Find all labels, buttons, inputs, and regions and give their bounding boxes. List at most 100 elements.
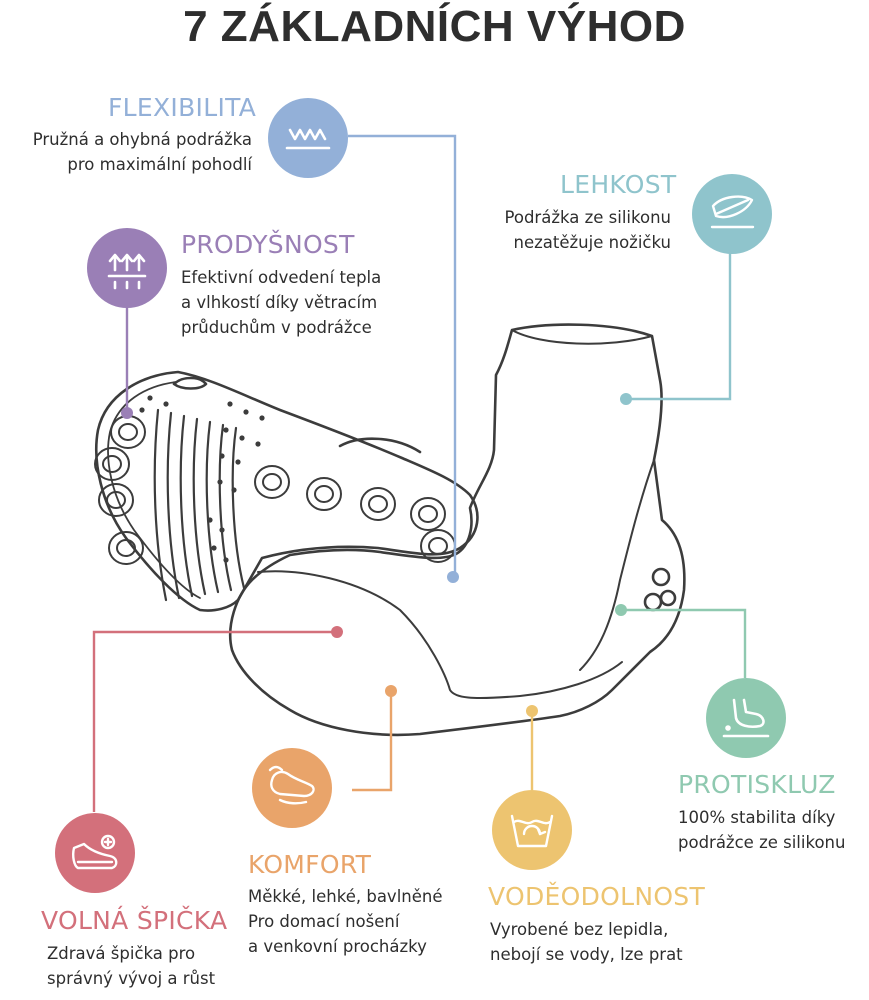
sole-dot	[239, 435, 245, 441]
desc-flexibilita-line-1: Pružná a ohybná podrážka	[32, 130, 252, 149]
sole-vent-inner	[428, 537, 448, 555]
desc-flexibilita-line-2: pro maximální pohodlí	[67, 155, 252, 174]
desc-komfort-line-3: a venkovní procházky	[248, 937, 427, 956]
sole-vent-outer	[108, 531, 144, 565]
dot-volna-spicka	[331, 626, 343, 638]
sock-outline	[228, 323, 686, 737]
foot-icon	[722, 698, 770, 738]
badge-komfort	[252, 748, 332, 828]
sole-vent-inner	[118, 423, 138, 441]
shoe-icon	[268, 765, 315, 805]
sole-tab	[172, 376, 208, 390]
badge-flexibilita	[268, 98, 348, 178]
airflow-arrows-icon	[107, 253, 147, 290]
desc-protiskluz: 100% stabilita díky podrážce ze silikonu	[678, 805, 845, 855]
sole-vent-inner	[116, 539, 136, 557]
connector-lehkost	[627, 253, 732, 401]
sole-vent-outer	[110, 415, 146, 449]
sole-groove	[205, 420, 220, 594]
sole-dot	[211, 545, 217, 551]
sole-outline	[95, 370, 479, 612]
sole-dot	[243, 409, 249, 415]
desc-volna-spicka-line-1: Zdravá špička pro	[47, 944, 196, 963]
desc-vodeodolnost-line-1: Vyrobené bez lepidla,	[490, 920, 669, 939]
sole-dot	[139, 407, 145, 413]
connector-flexibilita	[348, 134, 457, 575]
heading-prodysnost: PRODYŠNOST	[181, 230, 355, 259]
desc-komfort-line-1: Měkké, lehké, bavlněné	[248, 887, 443, 906]
desc-protiskluz-line-1: 100% stabilita díky	[678, 808, 836, 827]
sole-vent-inner	[106, 491, 126, 509]
connector-protiskluz	[621, 608, 747, 678]
dot-flexibilita	[447, 571, 459, 583]
sole-vents	[94, 415, 456, 565]
desc-lehkost-line-2: nezatěžuje nožičku	[513, 233, 671, 252]
sole-vent-outer	[410, 497, 446, 531]
heel-vent-2	[643, 592, 663, 612]
desc-flexibilita: Pružná a ohybná podrážka pro maximální p…	[33, 127, 252, 177]
heading-flexibilita: FLEXIBILITA	[108, 93, 257, 122]
sole-dot	[259, 415, 265, 421]
sole-vent-outer	[360, 487, 396, 521]
sole-dot	[217, 479, 223, 485]
page-title: 7 ZÁKLADNÍCH VÝHOD	[183, 2, 686, 51]
sole-dot	[219, 453, 225, 459]
sole-vent-inner	[262, 473, 282, 491]
sole-groove	[192, 417, 207, 596]
connector-volna-spicka	[92, 630, 337, 812]
sole-dot	[207, 517, 213, 523]
sole-dot	[231, 487, 237, 493]
dot-vodeodolnost	[526, 705, 538, 717]
desc-komfort-line-2: Pro domací nošení	[248, 912, 400, 931]
sole-vent-outer	[98, 483, 134, 517]
sole-vent-inner	[368, 495, 388, 513]
desc-volna-spicka: Zdravá špička pro správný vývoj a růst	[47, 941, 215, 991]
sole-dots	[139, 395, 265, 563]
desc-lehkost: Podrážka ze silikonu nezatěžuje nožičku	[505, 205, 672, 255]
connectors	[92, 134, 747, 812]
sole-dot	[219, 527, 225, 533]
desc-prodysnost: Efektivní odvedení tepla a vlhkostí díky…	[181, 265, 381, 340]
sole-vent-outer	[94, 447, 130, 481]
desc-protiskluz-line-2: podrážce ze silikonu	[678, 833, 846, 852]
sole-groove	[153, 408, 168, 602]
badge-vodeodolnost	[492, 790, 572, 870]
sock-shoe-illustration	[95, 323, 686, 737]
sole-vent-outer	[254, 465, 290, 499]
badge-protiskluz	[706, 678, 786, 758]
dot-prodysnost	[121, 407, 133, 419]
sole-groove	[218, 423, 233, 592]
sole-dot	[223, 427, 229, 433]
heading-lehkost: LEHKOST	[560, 170, 677, 199]
sole-vent-outer	[306, 477, 342, 511]
sole-dot	[255, 441, 261, 447]
sole-dot	[223, 557, 229, 563]
heel-vent-3	[659, 589, 677, 607]
sock-cuff	[511, 329, 653, 345]
heel-counter	[579, 459, 655, 671]
badge-prodysnost	[87, 228, 167, 308]
dot-komfort	[385, 685, 397, 697]
sole-dot	[163, 401, 169, 407]
sole-grooves	[153, 408, 246, 602]
desc-prodysnost-line-2: a vlhkostí díky větracím	[181, 293, 378, 312]
heading-protiskluz: PROTISKLUZ	[678, 770, 836, 799]
toe-shoe-icon	[72, 834, 118, 870]
heading-komfort: KOMFORT	[248, 850, 372, 879]
dot-lehkost	[620, 393, 632, 405]
sole-dot	[147, 395, 153, 401]
toe-bump	[338, 437, 422, 454]
waves-icon	[285, 128, 331, 150]
desc-komfort: Měkké, lehké, bavlněné Pro domací nošení…	[248, 884, 443, 959]
upper-seam	[257, 570, 623, 699]
badge-volna-spicka	[55, 813, 135, 893]
heading-vodeodolnost: VODĚODOLNOST	[488, 882, 706, 911]
feather-icon	[710, 195, 755, 229]
desc-vodeodolnost: Vyrobené bez lepidla, nebojí se vody, lz…	[490, 917, 683, 967]
sole-dot	[227, 401, 233, 407]
sole-vent-inner	[102, 455, 122, 473]
sole-groove	[231, 426, 246, 590]
desc-lehkost-line-1: Podrážka ze silikonu	[504, 208, 672, 227]
connector-komfort	[352, 692, 393, 792]
